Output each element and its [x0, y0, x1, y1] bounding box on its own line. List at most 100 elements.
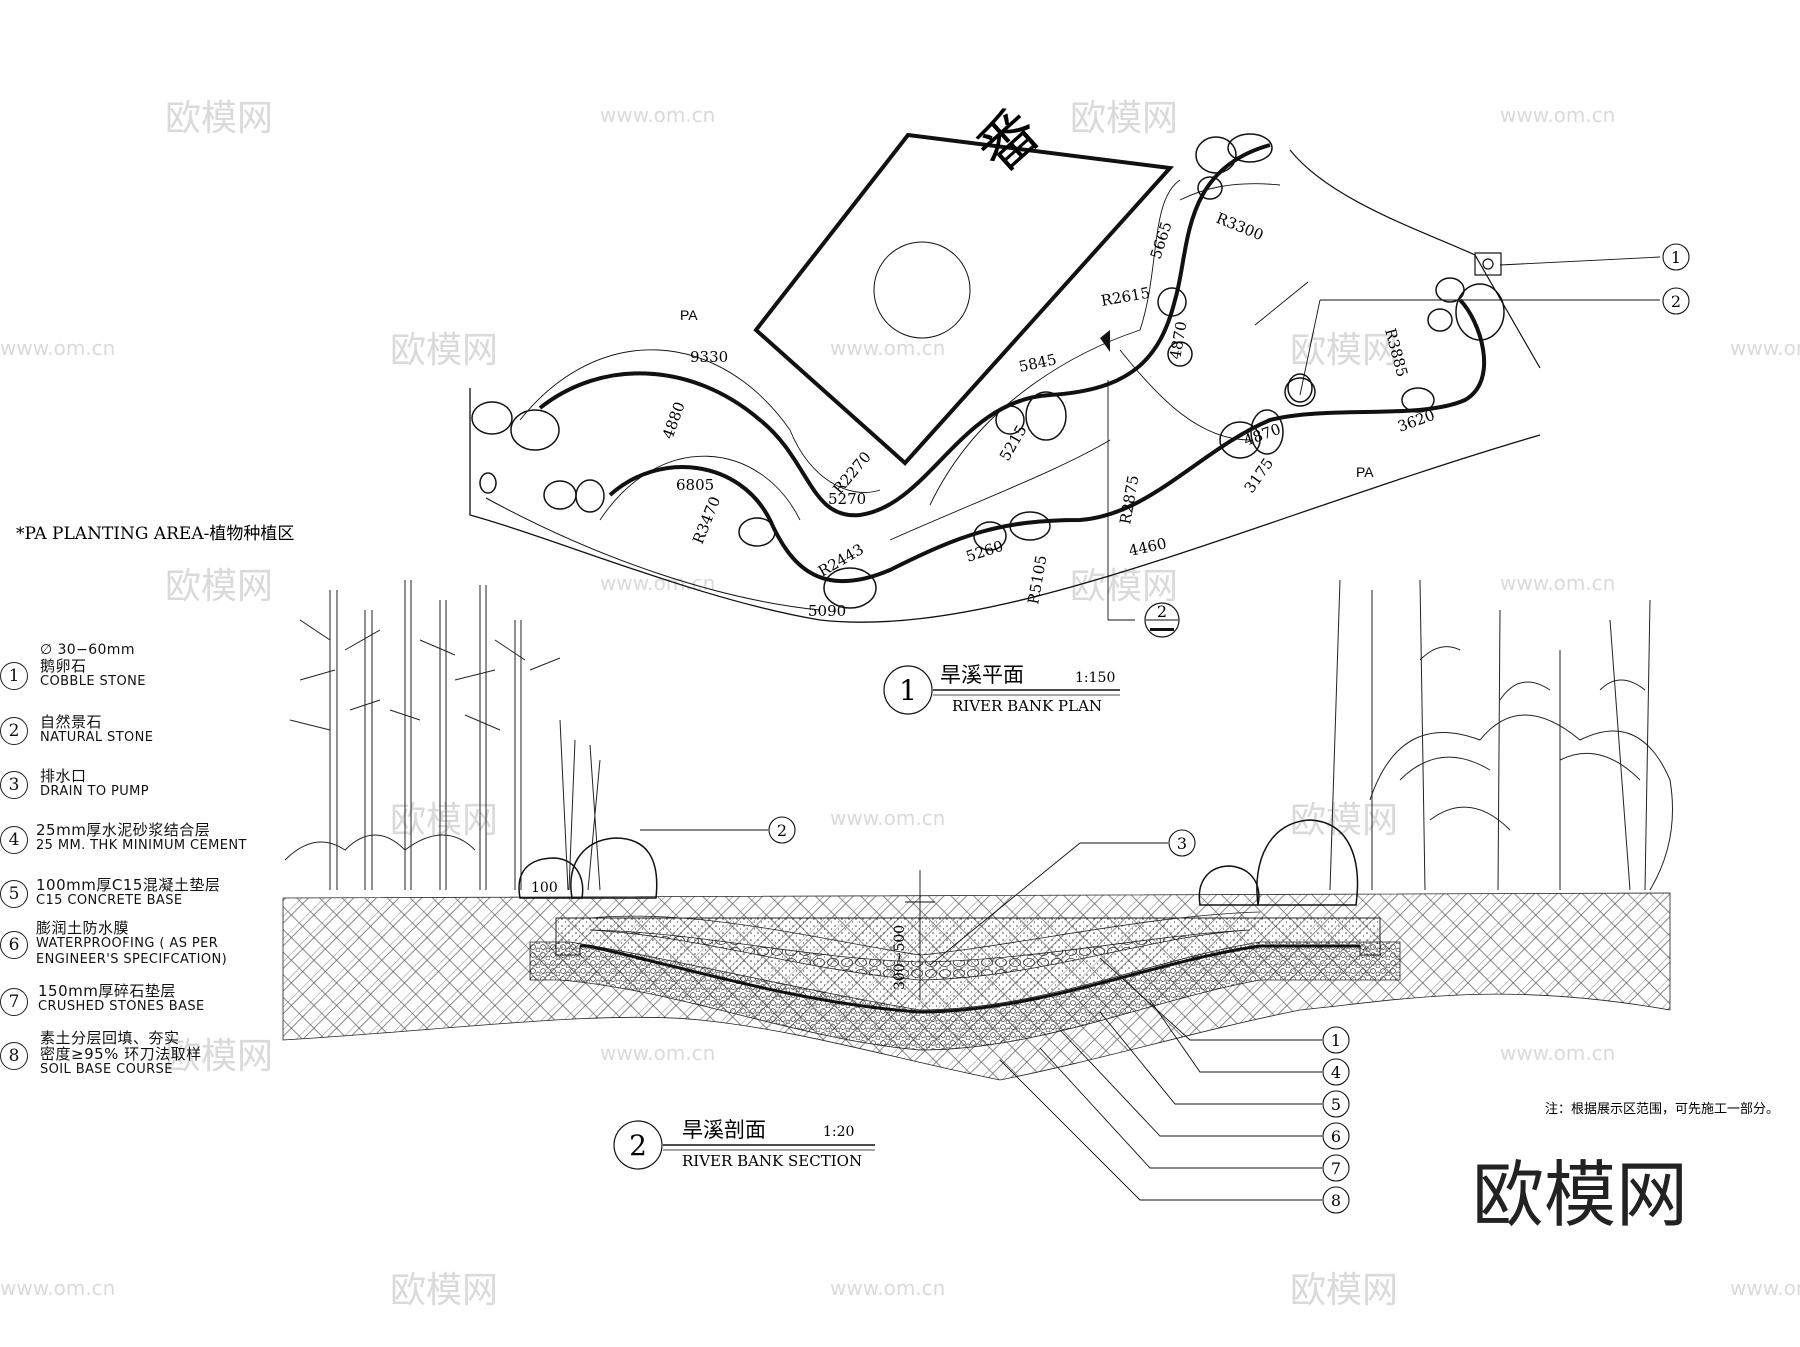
flow-arrow — [1254, 281, 1309, 326]
plan-stones — [471, 133, 1505, 609]
stone-icon — [1025, 391, 1067, 441]
callout-number: 3 — [1177, 834, 1187, 853]
building-outline — [753, 132, 1175, 466]
callout-leader — [1499, 256, 1661, 266]
dim-label: R5105 — [1024, 554, 1050, 606]
drain-box — [1474, 252, 1502, 276]
dim-arc — [929, 179, 1181, 506]
layer-marker-number: 4 — [1331, 1063, 1341, 1082]
stone-icon — [1455, 283, 1505, 341]
dim-label: 5090 — [808, 602, 846, 620]
river-bank-plan: 番 — [469, 96, 1690, 715]
dim-label: 6805 — [676, 476, 714, 494]
dim-label: 5215 — [996, 422, 1031, 464]
dim-label: 3175 — [1241, 455, 1278, 497]
callout-circle — [1662, 287, 1690, 315]
legend-marker: 4 — [0, 826, 28, 854]
legend-en: 25 MM. THK MINIMUM CEMENT — [36, 838, 247, 853]
plan-title-cn: 旱溪平面 — [940, 663, 1024, 687]
stone-icon — [738, 517, 776, 547]
stream-edge-upper — [538, 143, 1271, 518]
stone-icon — [1198, 865, 1260, 906]
legend-marker: 8 — [0, 1042, 28, 1070]
legend-en: WATERPROOFING ( AS PER — [36, 936, 219, 951]
height-dim-label: 300~500 — [892, 925, 908, 990]
shrub-planting — [1329, 579, 1673, 891]
stone-icon — [1435, 277, 1465, 303]
stone-icon — [1197, 176, 1223, 200]
stone-icon — [995, 405, 1025, 435]
stone-icon — [1167, 341, 1193, 367]
stone-icon — [1427, 308, 1453, 332]
bamboo-planting — [284, 580, 601, 891]
watermark-site: www.om.cn — [1730, 1276, 1800, 1300]
stone-icon — [479, 472, 497, 494]
dim-arc — [889, 439, 1111, 541]
river-bank-section: 100 300~500 2 3 1 4 — [282, 579, 1779, 1214]
dim-label: 4870 — [1166, 320, 1190, 361]
layer-marker-number: 5 — [1331, 1095, 1341, 1114]
legend-item: 25mm厚水泥砂浆结合层 25 MM. THK MINIMUM CEMENT — [36, 822, 336, 854]
stone-icon — [510, 409, 560, 451]
north-arrow-icon — [1100, 330, 1110, 352]
legend-marker: 6 — [0, 931, 28, 959]
watermark-brand: 欧模网 — [165, 1036, 273, 1077]
stone-icon — [1284, 377, 1316, 407]
legend-item: 自然景石 NATURAL STONE — [40, 714, 340, 746]
watermark-brand: 欧模网 — [1070, 98, 1178, 139]
legend-cn: 150mm厚碎石垫层 — [38, 982, 176, 1000]
legend-marker: 7 — [0, 988, 28, 1016]
section-mark-circle — [1144, 602, 1180, 638]
plan-upper-boundary — [1289, 149, 1541, 369]
legend-marker: 3 — [0, 771, 28, 799]
stone-icon — [570, 837, 658, 899]
watermark-brand: 欧模网 — [165, 566, 273, 607]
building-circle — [873, 241, 971, 339]
legend-en: C15 CONCRETE BASE — [36, 893, 183, 908]
legend-item: 100mm厚C15混凝土垫层 C15 CONCRETE BASE — [36, 877, 336, 909]
stone-icon — [1256, 819, 1359, 906]
legend-cn: 密度≥95% 环刀法取样 — [40, 1045, 202, 1063]
stream-edge-lower — [608, 298, 1487, 584]
watermark-site: www.om.cn — [1730, 336, 1800, 360]
layer-marker-number: 7 — [1331, 1159, 1341, 1178]
legend-marker: 1 — [0, 662, 28, 690]
callout-circle — [1662, 243, 1690, 271]
legend-item: 150mm厚碎石垫层 CRUSHED STONES BASE — [38, 983, 338, 1015]
watermark-site: www.om.cn — [830, 806, 945, 830]
dim-label: 9330 — [690, 348, 728, 366]
legend-marker: 5 — [0, 880, 28, 908]
callout-circle — [1168, 829, 1196, 857]
dim-label: R3470 — [689, 494, 724, 547]
watermark-brand: 欧模网 — [390, 1270, 498, 1311]
construction-note: 注：根据展示区范围，可先施工一部分。 — [1545, 1102, 1779, 1117]
waterproof-membrane — [580, 944, 1360, 1014]
watermark-brand: 欧模网 — [165, 98, 273, 139]
legend-marker: 2 — [0, 717, 28, 745]
dim-label: 5260 — [964, 537, 1006, 566]
stone-icon — [1401, 387, 1435, 413]
watermark-brand: 欧模网 — [1070, 566, 1178, 607]
title-circle — [613, 1120, 663, 1170]
legend-cn: 排水口 — [40, 767, 87, 785]
stone-icon — [973, 521, 1007, 551]
title-circle — [883, 665, 933, 715]
legend-cn: 鹅卵石 — [40, 657, 87, 675]
dim-label: R3300 — [1214, 209, 1267, 244]
layer-marker-number: 6 — [1331, 1127, 1341, 1146]
planting-area-label: PA — [680, 307, 698, 323]
planting-area-label: PA — [1356, 464, 1374, 480]
dim-label: 4460 — [1127, 534, 1168, 560]
dim-label: 4880 — [659, 399, 689, 441]
section-title-cn: 旱溪剖面 — [682, 1118, 766, 1142]
dim-arc — [1179, 183, 1281, 201]
legend-cn: 素土分层回填、夯实 — [40, 1029, 180, 1047]
legend-en: CRUSHED STONES BASE — [38, 999, 205, 1014]
section-title-en: RIVER BANK SECTION — [682, 1152, 862, 1170]
section-stones — [518, 819, 1359, 906]
stone-icon — [823, 567, 877, 609]
stone-size-label: 100 — [531, 880, 558, 896]
dim-label: R2443 — [815, 540, 867, 580]
watermark-site: www.om.cn — [1500, 1041, 1615, 1065]
